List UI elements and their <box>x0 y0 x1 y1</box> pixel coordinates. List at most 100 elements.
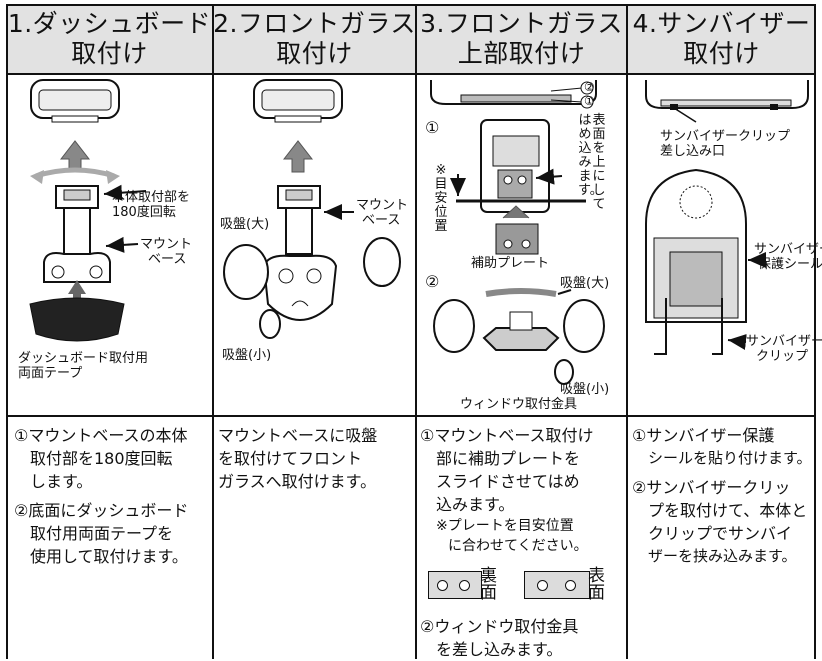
header-dashboard: 1.ダッシュボード 取付け <box>6 4 213 74</box>
description-sunvisor: ①サンバイザー保護 シールを貼り付けます。 ②サンバイザークリッ プを取付けて、… <box>632 424 814 568</box>
border-top <box>6 4 816 6</box>
desc-line: ②ウィンドウ取付金具 <box>420 617 579 636</box>
mount-base-image <box>43 185 111 283</box>
header-windshield-top-line1: 3.フロントガラス <box>420 9 623 38</box>
label-rotate-180: 180度回転 <box>112 205 176 220</box>
label-suction-small: 吸盤(小) <box>560 382 610 397</box>
desc-line: スライドさせてはめ <box>436 472 580 491</box>
header-dashboard-line1: 1.ダッシュボード <box>7 9 212 38</box>
desc-line: します。 <box>30 472 93 491</box>
illustrations <box>29 79 809 385</box>
step-num-2: ② <box>425 272 440 291</box>
label-sunvisor-clip-2: クリップ <box>756 349 809 364</box>
desc-line: ②サンバイザークリッ <box>632 478 791 497</box>
up-arrow <box>59 140 91 173</box>
desc-line: クリップでサンバイ <box>648 524 793 543</box>
label-back-side: 裏面 <box>480 566 497 603</box>
border-right <box>814 4 816 659</box>
desc-line: ①サンバイザー保護 <box>632 426 775 445</box>
header-sunvisor-line2: 取付け <box>683 39 760 68</box>
desc-line: 部に補助プレートを <box>436 449 581 468</box>
header-sunvisor-line1: 4.サンバイザー <box>632 9 811 38</box>
step-num-1: ① <box>425 118 440 137</box>
description-windshield: マウントベースに吸盤 を取付けてフロント ガラスへ取付けます。 <box>218 424 413 493</box>
windshield-figure <box>223 79 401 339</box>
description-bracket: ②ウィンドウ取付金具 を差し込みます。 <box>420 615 625 661</box>
label-protect-seal-2: 保護シール <box>758 257 822 272</box>
navigation-unit-image <box>30 79 120 123</box>
label-sunvisor-clip: サンバイザー <box>746 334 822 349</box>
header-divider <box>6 73 816 75</box>
up-arrow <box>502 205 530 219</box>
mount-base-image <box>262 185 338 322</box>
label-front-side: 表面 <box>588 566 605 603</box>
desc-line: ①マウントベース取付け <box>420 426 594 445</box>
suction-cup-small-image <box>259 309 281 339</box>
desc-line: ②底面にダッシュボード <box>14 501 189 520</box>
header-windshield-top-line2: 上部取付け <box>457 39 586 68</box>
rotate-arrow <box>35 167 115 179</box>
label-assist-plate: 補助プレート <box>471 256 550 271</box>
window-bracket-image <box>482 327 560 351</box>
label-rotate: 本体取付部を <box>112 190 191 205</box>
suction-cup-large-image <box>563 299 605 353</box>
suction-cup-small-image <box>554 359 574 385</box>
dashboard-figure <box>29 79 147 342</box>
label-guide-position: ※目安位置 <box>434 163 448 234</box>
label-circle-2: ② <box>584 80 595 94</box>
label-front-up: 表面を上にして <box>592 113 606 212</box>
column-divider <box>415 4 417 659</box>
column-divider <box>212 4 214 659</box>
label-clip-slot: サンバイザークリップ <box>660 129 791 144</box>
header-sunvisor: 4.サンバイザー 取付け <box>627 4 816 74</box>
up-arrow <box>68 280 86 302</box>
table-grid: 1.ダッシュボード 取付け 2.フロントガラス 取付け 3.フロントガラス 上部… <box>6 4 816 659</box>
desc-line: プを取付けて、本体と <box>648 501 808 520</box>
desc-line: ①マウントベースの本体 <box>14 426 188 445</box>
suction-cup-large-image <box>363 237 401 287</box>
label-suction-large: 吸盤(大) <box>560 276 610 291</box>
desc-line: 込みます。 <box>436 495 515 514</box>
note-line: に合わせてください。 <box>448 538 588 554</box>
label-mount: マウント <box>140 237 193 252</box>
desc-line: を差し込みます。 <box>436 640 563 659</box>
assist-plate-image <box>495 223 539 255</box>
desc-line: 使用して取付けます。 <box>30 547 188 566</box>
header-windshield-line2: 取付け <box>276 39 353 68</box>
label-protect-seal: サンバイザー <box>754 242 822 257</box>
navigation-unit-image <box>253 79 343 123</box>
header-windshield-top: 3.フロントガラス 上部取付け <box>416 4 627 74</box>
navigation-unit-back-image <box>645 168 747 323</box>
label-circle-1: ① <box>584 94 595 108</box>
desc-line: 取付部を180度回転 <box>30 449 173 468</box>
figure-divider <box>6 415 816 417</box>
description-dashboard: ①マウントベースの本体 取付部を180度回転 します。 ②底面にダッシュボード … <box>14 424 210 568</box>
up-arrow <box>282 140 314 173</box>
border-left <box>6 4 8 659</box>
label-base: ベース <box>362 213 401 228</box>
desc-line: ガラスへ取付けます。 <box>218 472 377 491</box>
windshield-top-figure <box>430 80 605 385</box>
header-dashboard-line2: 取付け <box>71 39 148 68</box>
plate-front-image <box>524 571 590 599</box>
label-tape-2: 両面テープ <box>18 366 83 381</box>
label-insert: はめ込みます。 <box>578 113 603 198</box>
label-mount: マウント <box>356 198 409 213</box>
sunvisor-clip-image <box>654 298 723 355</box>
sunvisor-figure <box>645 80 809 355</box>
label-suction-small: 吸盤(小) <box>222 348 272 363</box>
label-clip-slot-2: 差し込み口 <box>660 144 726 159</box>
note-line: ※プレートを目安位置 <box>436 518 574 534</box>
assist-plate-image <box>497 169 533 199</box>
instruction-sheet: 1.ダッシュボード 取付け 2.フロントガラス 取付け 3.フロントガラス 上部… <box>6 4 822 661</box>
label-base: ベース <box>148 252 187 267</box>
header-windshield: 2.フロントガラス 取付け <box>213 4 416 74</box>
label-window-bracket: ウィンドウ取付金具 <box>460 397 578 412</box>
header-windshield-line1: 2.フロントガラス <box>213 9 416 38</box>
suction-cup-large-image <box>433 299 475 353</box>
desc-line: シールを貼り付けます。 <box>648 449 812 467</box>
desc-line: を取付けてフロント <box>218 449 363 468</box>
description-windshield-top: ①マウントベース取付け 部に補助プレートを スライドさせてはめ 込みます。 ※プ… <box>420 424 625 556</box>
label-tape: ダッシュボード取付用 <box>18 351 149 366</box>
plate-back-image <box>428 571 482 599</box>
